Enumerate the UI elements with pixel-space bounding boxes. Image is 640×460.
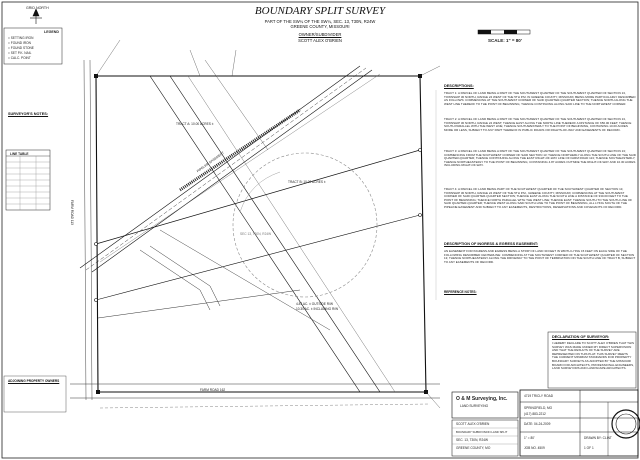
declaration-heading: DECLARATION OF SURVEYOR: xyxy=(552,335,610,339)
block-sec: SEC. 13, T30N, R24W xyxy=(456,438,489,442)
tract-a-label: TRACT A: 10.00 ACRES ± xyxy=(176,122,214,126)
description-paragraph: TRACT 2: A PARCEL OF LAND BEING A PART O… xyxy=(444,118,632,132)
survey-subtitle-2: GREENE COUNTY, MISSOURI xyxy=(290,24,350,29)
scale-label: SCALE: 1" = 80' xyxy=(488,38,522,43)
address-city: SPRINGFIELD, MO xyxy=(524,406,553,410)
date-label: DATE: 04-24-2009 xyxy=(524,422,551,426)
phone: (417) 883-2212 xyxy=(524,412,546,416)
dashed-circle xyxy=(232,152,378,298)
legend-item: = SET P.K. NAIL xyxy=(8,51,32,55)
survey-subtitle-1: PART OF THE SW¼ OF THE SW¼, SEC. 13, T30… xyxy=(264,19,376,24)
reference-notes-heading: REFERENCE NOTES: xyxy=(444,290,477,294)
owner-heading: OWNER/SUBDIVIDER xyxy=(298,32,342,37)
adjoining-owners-heading: ADJOINING PROPERTY OWNERS xyxy=(8,379,60,383)
survey-title: BOUNDARY SPLIT SURVEY xyxy=(254,5,386,17)
easement-heading: DESCRIPTION OF INGRESS & EGRESS EASEMENT… xyxy=(444,242,539,246)
block-county: GREENE COUNTY, MO xyxy=(456,446,491,450)
legend-item: = SETTING IRON xyxy=(8,36,34,40)
tract-c-line-1: 4.87 AC. ± OUTSIDE R/W xyxy=(296,302,333,306)
job-label: JOB NO. 4509 xyxy=(524,446,545,450)
legend-item: = FOUND IRON xyxy=(8,41,31,45)
description-paragraph: TRACT 3: A PARCEL OF LAND BEING A PART O… xyxy=(444,150,636,168)
description-paragraph: TRACT 1: A PARCEL OF LAND BEING A PART O… xyxy=(444,92,636,106)
sheet-label: 1 OF 1 xyxy=(584,446,594,450)
surveyor-seal xyxy=(611,409,640,439)
north-arrow xyxy=(30,8,42,24)
descriptions-heading: DESCRIPTIONS: xyxy=(444,84,474,88)
line-table-title: LINE TABLE xyxy=(10,152,29,156)
easement-paragraph: AN EASEMENT FOR INGRESS AND EGRESS BEING… xyxy=(444,250,636,264)
parcel-center-label: SEC 13, T30N, R24W xyxy=(240,232,272,236)
drawn-by: DRAWN BY: CLINT xyxy=(584,436,612,440)
description-paragraph: TRACT 4: A PARCEL OF LAND BEING PART OF … xyxy=(444,188,633,209)
declaration-paragraph: I HEREBY DECLARE TO SCOTT ALEX O'BRIEN T… xyxy=(552,342,634,371)
legend-item: = FOUND STONE xyxy=(8,46,34,50)
tract-c-line-2: 10.30 AC. ± INCLUDING R/W xyxy=(296,307,339,311)
block-title: BOUNDARY SUBDIVISION LAND SPLIT xyxy=(456,430,508,434)
grid-north-label: GRID NORTH xyxy=(26,6,49,10)
scale-small: 1" = 80' xyxy=(524,436,535,440)
legend-title: LEGEND xyxy=(44,30,59,34)
owner-name: SCOTT ALEX O'BRIEN xyxy=(298,38,342,43)
road-left-label: FARM ROAD 113 xyxy=(70,200,74,225)
company-sub: LAND SURVEYING xyxy=(460,404,489,408)
left-notes-heading: SURVEYOR'S NOTES: xyxy=(8,112,49,116)
tract-b-label: TRACT B: 10.00 ACRES ± xyxy=(288,180,326,184)
address-line: 4719 TRICLY ROAD xyxy=(524,394,554,398)
road-bottom-label: FARM ROAD 162 xyxy=(200,388,226,392)
block-owner: SCOTT ALEX O'BRIEN xyxy=(456,422,490,426)
legend-item: = CALC. POINT xyxy=(8,56,31,60)
company-name: O & M Surveying, Inc. xyxy=(456,396,508,402)
